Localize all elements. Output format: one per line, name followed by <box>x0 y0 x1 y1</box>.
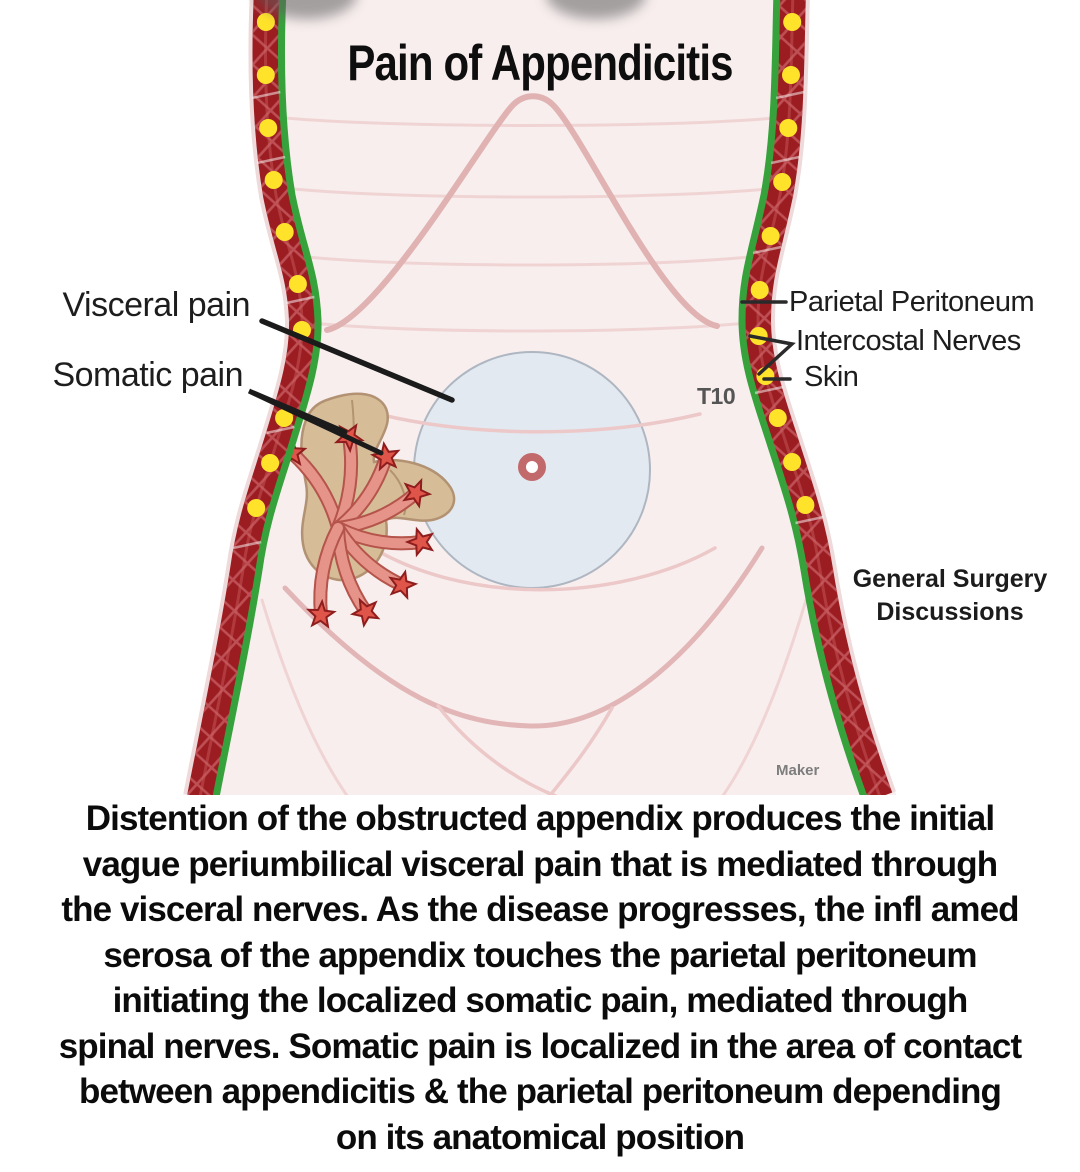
nerve-dots-group <box>232 13 824 550</box>
groin-line-left <box>436 704 558 795</box>
visceral-pain-label: Visceral pain <box>62 286 250 324</box>
intercostal-nerve-dot <box>783 13 802 31</box>
caption-line: initiating the localized somatic pain, m… <box>112 981 969 1020</box>
costal-peak-line <box>324 93 720 333</box>
caption-line: Distention of the obstructed appendix pr… <box>85 799 995 838</box>
umbilical-arc-lower <box>358 538 717 592</box>
caption-line: spinal nerves. Somatic pain is localized… <box>58 1026 1022 1066</box>
caption-line: the visceral nerves. As the disease prog… <box>61 890 1019 929</box>
parietal-peritoneum-line-left <box>212 0 322 795</box>
credit-line-1: General Surgery <box>852 565 1048 593</box>
vertebral-level-label: T10 <box>697 383 736 409</box>
caption-line: vague periumbilical visceral pain that i… <box>82 844 998 884</box>
contour-line <box>298 320 760 333</box>
intercostal-nerve-dot <box>783 453 802 471</box>
intercostal-nerve-dot <box>779 119 798 137</box>
pelvic-brim-curve <box>282 545 765 729</box>
intercostal-nerve-dot <box>259 119 278 137</box>
intercostal-nerve-dot <box>750 281 769 299</box>
hip-line-right <box>721 598 808 795</box>
top-shadows <box>258 0 645 19</box>
somatic-pain-leader-line <box>247 388 384 456</box>
intercostal-nerve-dot <box>261 454 280 472</box>
intercostal-nerve-dot <box>275 223 294 241</box>
caption-line: between appendicitis & the parietal peri… <box>79 1072 1002 1111</box>
caption-line: on its anatomical position <box>335 1117 745 1157</box>
visceral-pain-leader-line <box>259 318 455 403</box>
caption-line: serosa of the appendix touches the parie… <box>103 935 977 975</box>
credit-text: General Surgery Discussions <box>849 563 1051 629</box>
intercostal-nerve-dot <box>275 409 294 427</box>
intercostal-nerves-leader-line <box>748 334 796 376</box>
wall-segment-line <box>256 155 286 165</box>
contour-line <box>281 186 779 199</box>
credit-line-2: Discussions <box>876 598 1024 626</box>
intercostal-nerve-dot <box>773 173 792 191</box>
diagram-title: Pain of Appendicitis <box>347 35 733 91</box>
contour-line <box>283 116 777 127</box>
pain-star <box>305 598 337 629</box>
skin-label: Skin <box>804 361 859 393</box>
abdominal-wall <box>187 0 893 795</box>
abdominal-wall-right-hatch <box>744 0 893 795</box>
abdominal-wall-right-stripe <box>756 0 881 795</box>
intercostal-nerve-dot <box>256 66 275 84</box>
umbilicus <box>518 453 546 481</box>
groin-line-right <box>548 706 614 795</box>
hip-line-left <box>260 598 349 795</box>
torso-shadow-left <box>258 0 356 19</box>
umbilical-arc-upper <box>368 410 702 434</box>
intercostal-nerve-dot <box>288 275 307 293</box>
pain-star <box>349 597 381 629</box>
wall-segment-line <box>266 425 295 435</box>
watermark-label: Maker <box>776 762 820 779</box>
intercostal-nerve-dot <box>768 409 787 427</box>
wall-segment-line <box>795 515 824 525</box>
parietal-peritoneum-line-right <box>738 0 868 795</box>
abdominal-wall-left-stripe <box>198 0 304 795</box>
wall-segment-line <box>752 245 782 255</box>
intercostal-nerve-dot <box>264 171 283 189</box>
wall-segment-line <box>754 385 784 395</box>
somatic-pain-label: Somatic pain <box>52 356 243 394</box>
intercostal-nerve-dot <box>761 227 780 245</box>
abdomen-diagram-svg <box>183 0 897 795</box>
pain-star <box>404 526 435 558</box>
abdomen-illustration <box>183 0 897 795</box>
pain-star <box>388 569 419 601</box>
wall-segment-line <box>232 540 262 550</box>
abdomen-interior <box>260 93 808 795</box>
abdominal-wall-left-hatch <box>187 0 316 795</box>
pain-star <box>402 477 433 509</box>
intercostal-nerve-dot <box>247 499 266 517</box>
intercostal-nerve-dot <box>256 13 275 31</box>
intercostal-nerves-label: Intercostal Nerves <box>796 325 1021 357</box>
parietal-peritoneum-label: Parietal Peritoneum <box>789 286 1035 318</box>
intercostal-nerve-dot <box>782 66 800 84</box>
contour-line <box>293 254 762 267</box>
intercostal-nerve-dot <box>796 496 815 514</box>
cecum-fold-line <box>389 469 407 516</box>
torso-shadow-right <box>547 0 645 19</box>
leader-lines <box>247 300 796 456</box>
wall-segment-line <box>286 295 315 305</box>
wall-segment-line <box>770 155 800 165</box>
pain-star <box>369 440 401 472</box>
wall-segment-line <box>252 90 281 100</box>
wall-segment-line <box>775 90 805 100</box>
caption-block: Distention of the obstructed appendix pr… <box>0 796 1080 1160</box>
